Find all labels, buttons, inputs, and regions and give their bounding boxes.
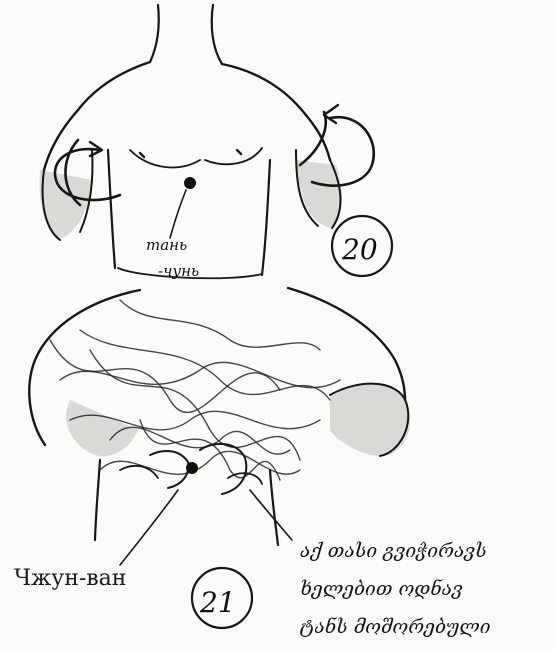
note-line-1: აქ თასი გვიჭირავს [300,532,552,570]
tan-chun-label-line2: -чунь [158,262,199,280]
step-20-number: 20 [341,233,378,266]
tan-chun-label-line1: тань [146,236,187,254]
step-21-number: 21 [199,586,236,619]
georgian-note: აქ თასი გვიჭირავს ხელებით ოდნავ ტანს მოშ… [300,532,552,646]
note-line-2: ხელებით ოდნავ [300,570,552,608]
note-line-3: ტანს მოშორებული [300,608,552,646]
figure-20-torso: 20 тань -чунь [40,5,392,280]
zhun-van-label: Чжун-ван [14,566,126,591]
